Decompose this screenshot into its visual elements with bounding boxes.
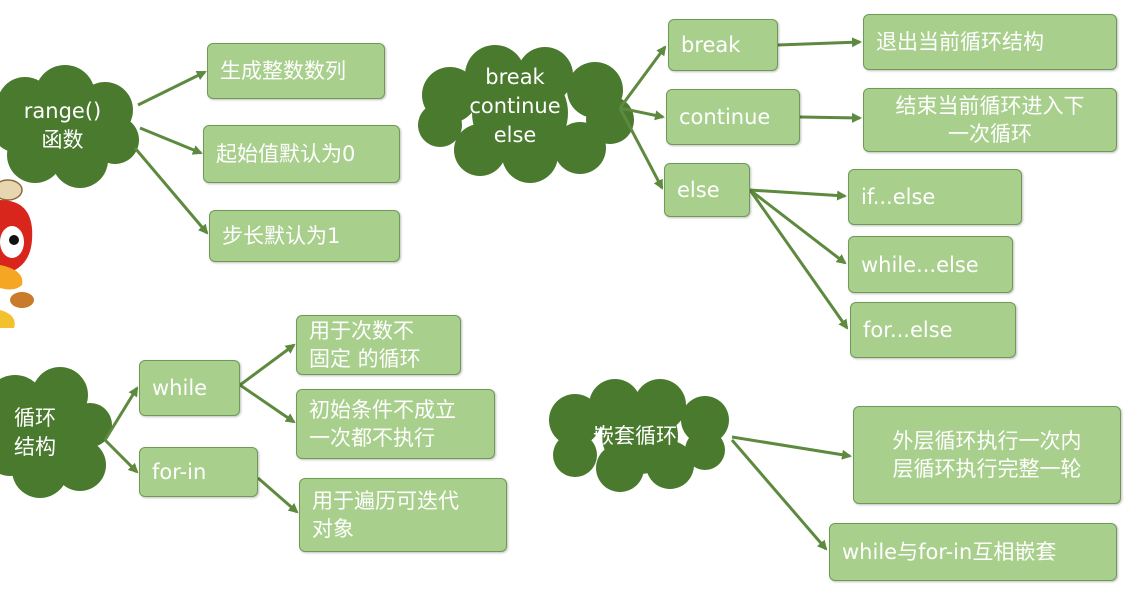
box-nested-desc: 外层循环执行一次内 层循环执行完整一轮 bbox=[853, 406, 1121, 504]
box-if-else: if...else bbox=[848, 169, 1022, 225]
arrow-range-gen bbox=[137, 70, 207, 107]
box-while: while bbox=[139, 360, 240, 416]
arrow-forin-desc bbox=[257, 476, 299, 514]
arrow-loop-forin bbox=[103, 438, 139, 474]
arrow-else-while bbox=[749, 188, 847, 265]
box-for-else: for...else bbox=[850, 302, 1016, 358]
arrow-bce-else bbox=[618, 107, 664, 190]
box-break: break bbox=[668, 19, 778, 71]
cloud-label-bce: break continue else bbox=[469, 64, 561, 147]
box-range-start: 起始值默认为0 bbox=[203, 125, 400, 183]
mascot-bird-icon bbox=[0, 179, 34, 328]
box-while-desc: 用于次数不 固定 的循环 bbox=[296, 315, 461, 375]
box-break-desc: 退出当前循环结构 bbox=[863, 14, 1117, 70]
arrow-loop-while bbox=[103, 386, 139, 441]
box-range-step: 步长默认为1 bbox=[209, 210, 400, 262]
arrow-bce-break bbox=[618, 45, 667, 109]
box-continue: continue bbox=[666, 89, 800, 145]
box-while-else: while...else bbox=[848, 236, 1013, 293]
box-for-in: for-in bbox=[139, 447, 258, 497]
arrow-while-desc bbox=[239, 343, 296, 387]
cloud-break-continue-else bbox=[418, 45, 634, 183]
box-else: else bbox=[664, 163, 750, 217]
box-for-in-desc: 用于遍历可迭代 对象 bbox=[299, 478, 507, 552]
box-while-desc2: 初始条件不成立 一次都不执行 bbox=[296, 389, 495, 459]
arrow-else-for bbox=[748, 189, 849, 330]
arrow-nested-desc2 bbox=[730, 439, 828, 551]
arrow-range-start bbox=[139, 126, 203, 155]
cloud-label-range: range() 函数 bbox=[23, 99, 102, 152]
arrow-while-desc2 bbox=[239, 383, 296, 424]
cloud-label-nested: 嵌套循环 bbox=[593, 423, 677, 448]
arrow-break-desc bbox=[777, 37, 862, 48]
arrow-nested-desc bbox=[731, 435, 852, 460]
cloud-loop-structure bbox=[0, 367, 112, 498]
cloud-label-loop-structure: 循环 结构 bbox=[14, 406, 56, 459]
arrow-range-step bbox=[133, 147, 209, 235]
box-range-generate: 生成整数数列 bbox=[207, 43, 385, 99]
arrow-bce-continue bbox=[619, 106, 665, 121]
box-continue-desc: 结束当前循环进入下 一次循环 bbox=[863, 88, 1117, 152]
arrow-else-if bbox=[749, 188, 847, 201]
box-nested-desc2: while与for-in互相嵌套 bbox=[829, 523, 1117, 581]
arrow-continue-desc bbox=[799, 112, 862, 123]
cloud-range bbox=[0, 65, 139, 188]
cloud-nested bbox=[549, 379, 729, 492]
